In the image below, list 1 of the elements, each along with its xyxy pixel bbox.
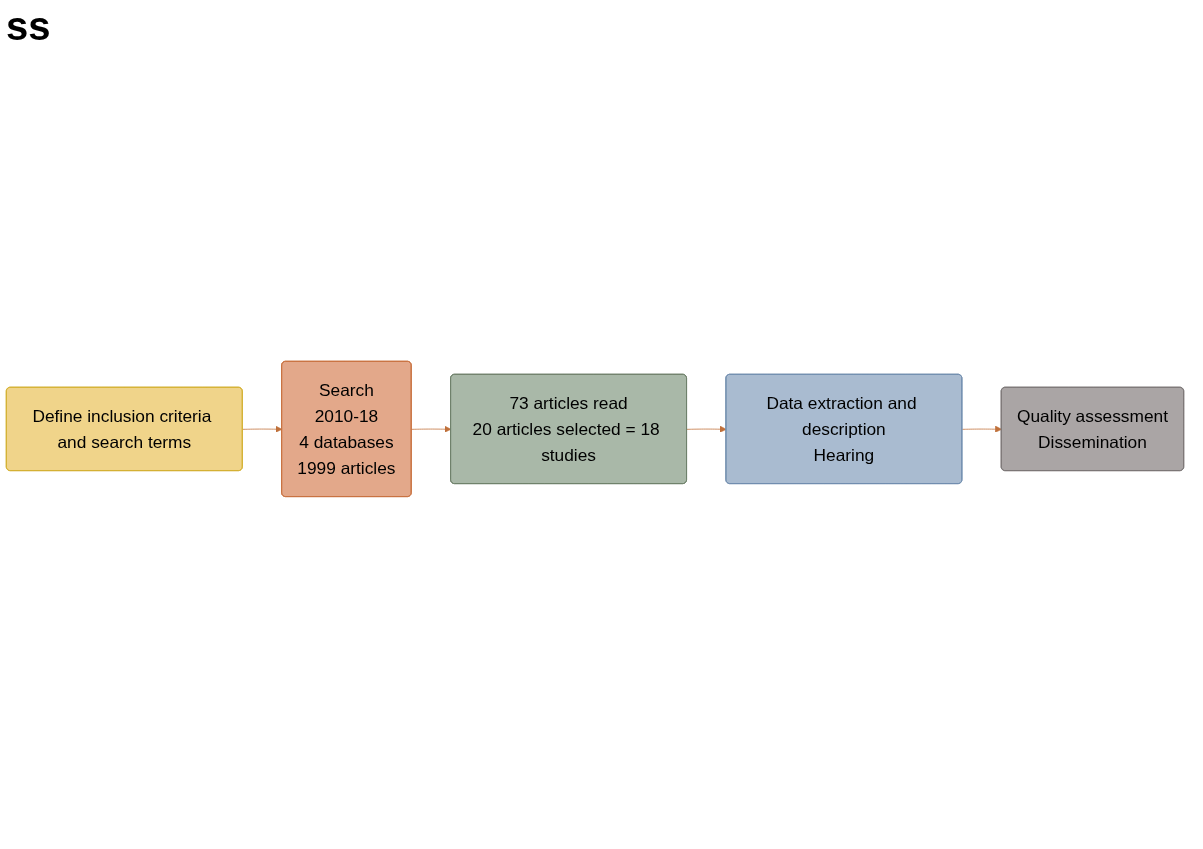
title: ss <box>6 4 52 49</box>
